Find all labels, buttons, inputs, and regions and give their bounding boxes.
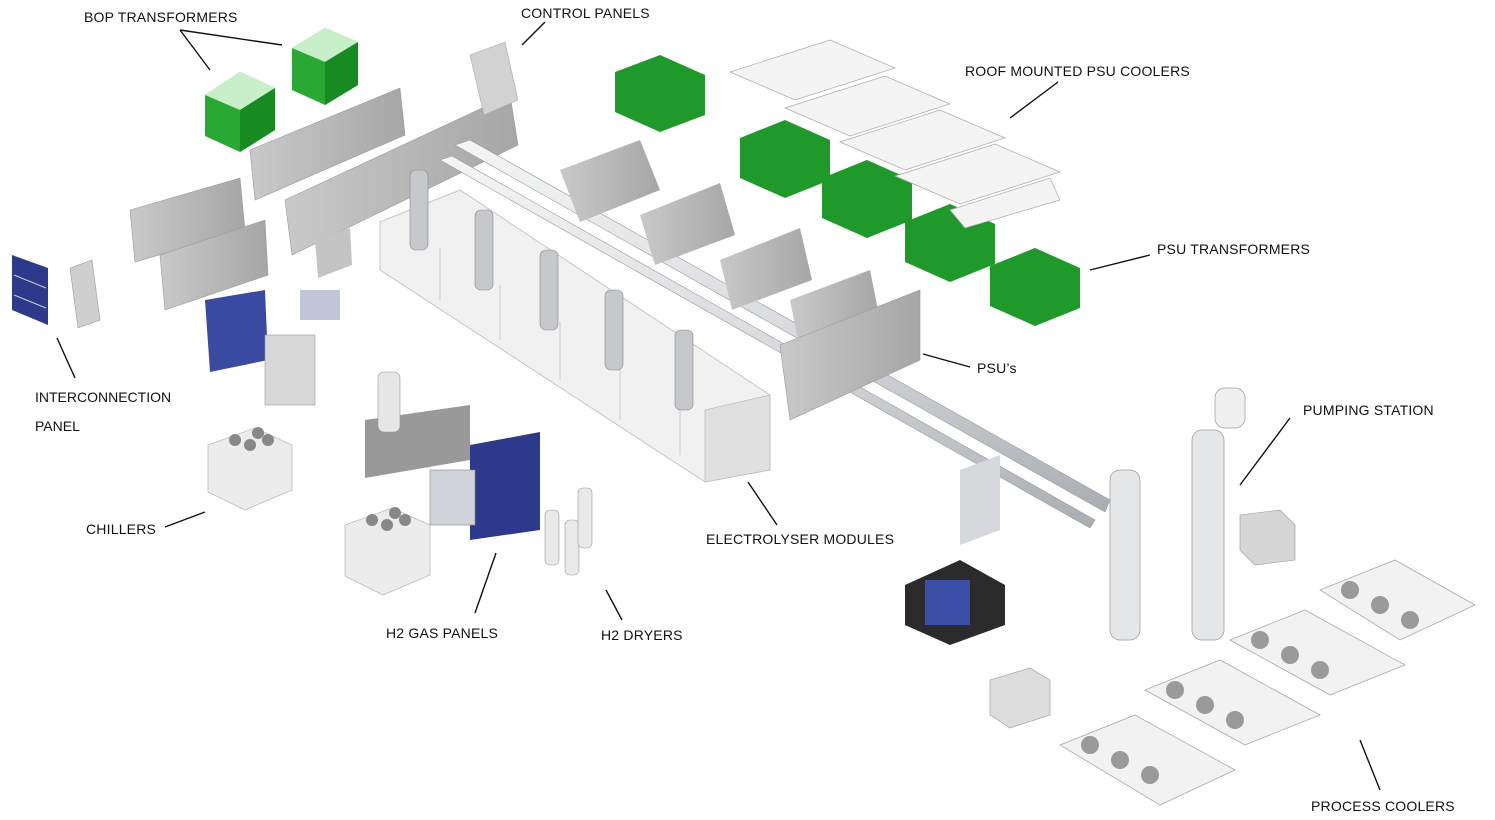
label-h2-gas-panels: H2 GAS PANELS (386, 625, 499, 641)
psu-cabinets (560, 140, 921, 421)
bop-skids-left (205, 290, 340, 406)
h2-gas-panels (365, 371, 540, 540)
label-roof-mounted-psu-coolers: ROOF MOUNTED PSU COOLERS (965, 63, 1190, 79)
chiller-1 (207, 427, 293, 511)
psu-transformers (615, 55, 1080, 326)
main-pipe-header (439, 139, 1111, 529)
process-cooler-fans (1081, 581, 1419, 784)
module-separators (409, 169, 694, 411)
label-electrolyser-modules: ELECTROLYSER MODULES (706, 531, 895, 547)
h2-dryers (544, 487, 593, 576)
interconnection-panel (12, 255, 101, 329)
label-psu-transformers: PSU TRANSFORMERS (1157, 241, 1311, 257)
label-psus: PSU’s (977, 360, 1017, 376)
label-chillers: CHILLERS (86, 521, 157, 537)
label-pumping-station: PUMPING STATION (1303, 402, 1434, 418)
label-control-panels: CONTROL PANELS (521, 5, 650, 21)
label-bop-transformers: BOP TRANSFORMERS (84, 9, 238, 25)
bop-transformer-1 (205, 72, 275, 152)
chiller-2 (344, 507, 431, 596)
bop-transformer-2 (292, 28, 358, 105)
roof-psu-coolers (729, 39, 1061, 229)
control-panel-cabinets (129, 41, 519, 311)
process-coolers (1059, 559, 1476, 806)
label-h2-dryers: H2 DRYERS (601, 627, 683, 643)
label-process-coolers: PROCESS COOLERS (1311, 798, 1455, 814)
label-interconnection-panel-line2: PANEL (35, 418, 80, 434)
label-interconnection-panel-line1: INTERCONNECTION (35, 389, 172, 405)
pumping-station (905, 387, 1296, 729)
leader-lines (56, 21, 1381, 791)
